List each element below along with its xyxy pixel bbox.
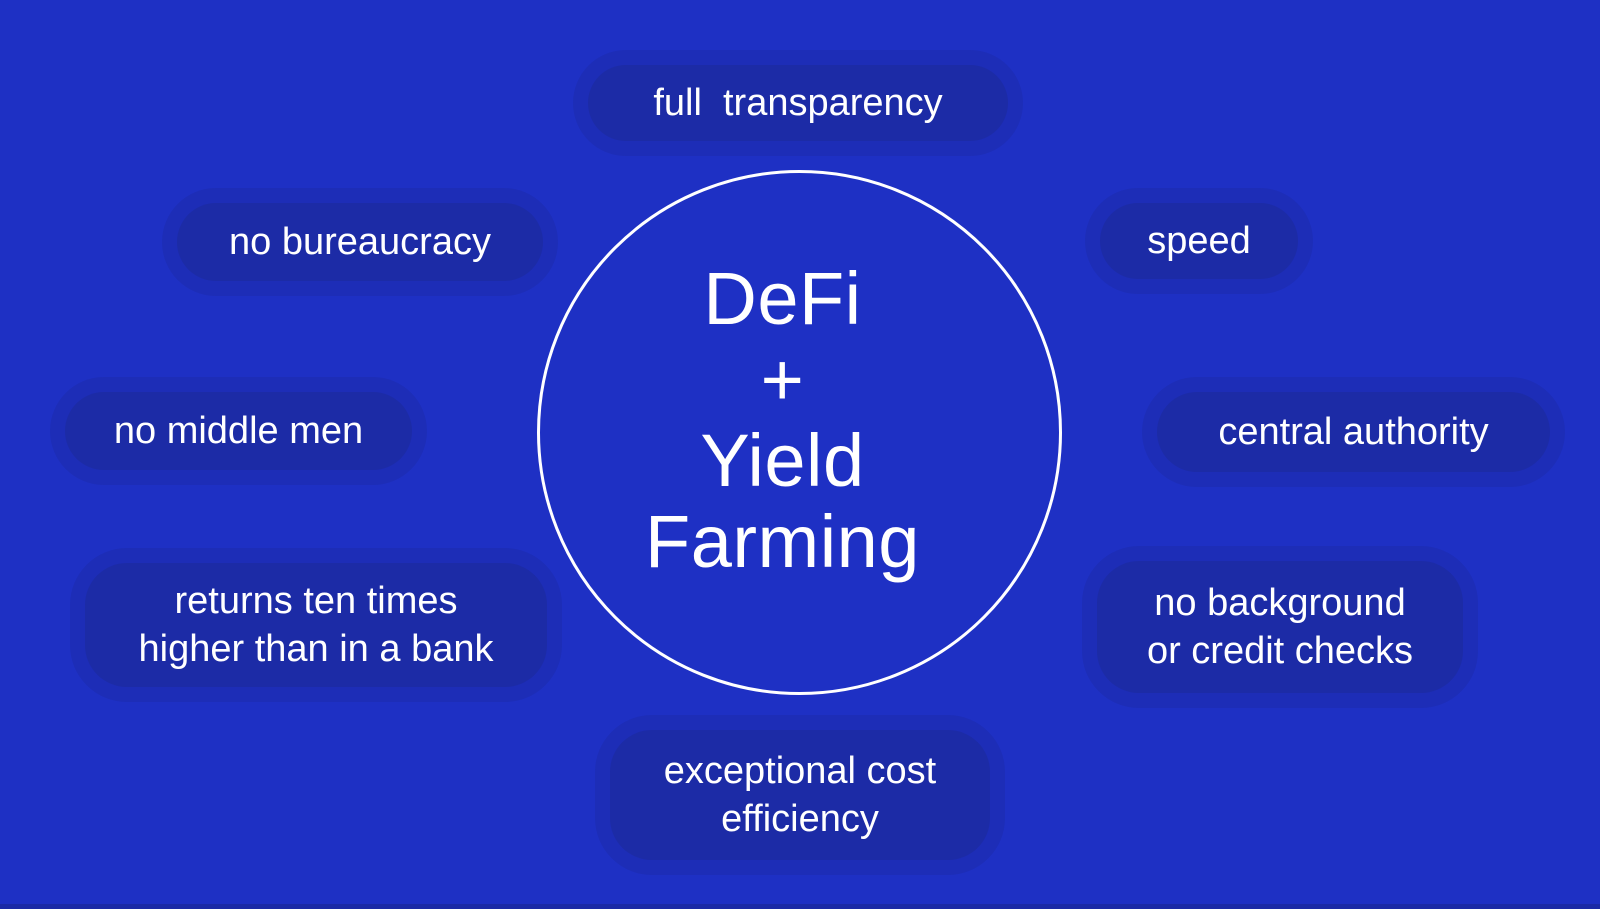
pill-label: no bureaucracy xyxy=(229,221,491,263)
pill-central-authority: central authority xyxy=(1157,392,1550,472)
pill-no-middle-men: no middle men xyxy=(65,392,412,470)
bottom-edge-strip xyxy=(0,904,1600,909)
pill-label: returns ten times higher than in a bank xyxy=(138,580,494,670)
center-circle: DeFi + Yield Farming xyxy=(537,170,1062,695)
pill-label: exceptional cost efficiency xyxy=(663,750,937,840)
center-title-line: Yield xyxy=(700,418,865,502)
center-title: DeFi + Yield Farming xyxy=(645,258,920,582)
center-title-line: Farming xyxy=(645,499,920,583)
pill-label: central authority xyxy=(1218,411,1489,453)
center-title-line: + xyxy=(760,337,805,421)
center-title-line: DeFi xyxy=(703,256,862,340)
pill-returns-ten-times: returns ten times higher than in a bank xyxy=(85,563,547,687)
pill-full-transparency: full transparency xyxy=(588,65,1008,141)
pill-speed: speed xyxy=(1100,203,1298,279)
pill-cost-efficiency: exceptional cost efficiency xyxy=(610,730,990,860)
pill-label: speed xyxy=(1147,220,1251,262)
pill-label: full transparency xyxy=(653,82,943,124)
pill-no-bureaucracy: no bureaucracy xyxy=(177,203,543,281)
pill-label: no background or credit checks xyxy=(1146,582,1414,672)
pill-no-background-checks: no background or credit checks xyxy=(1097,561,1463,693)
pill-label: no middle men xyxy=(113,410,364,452)
